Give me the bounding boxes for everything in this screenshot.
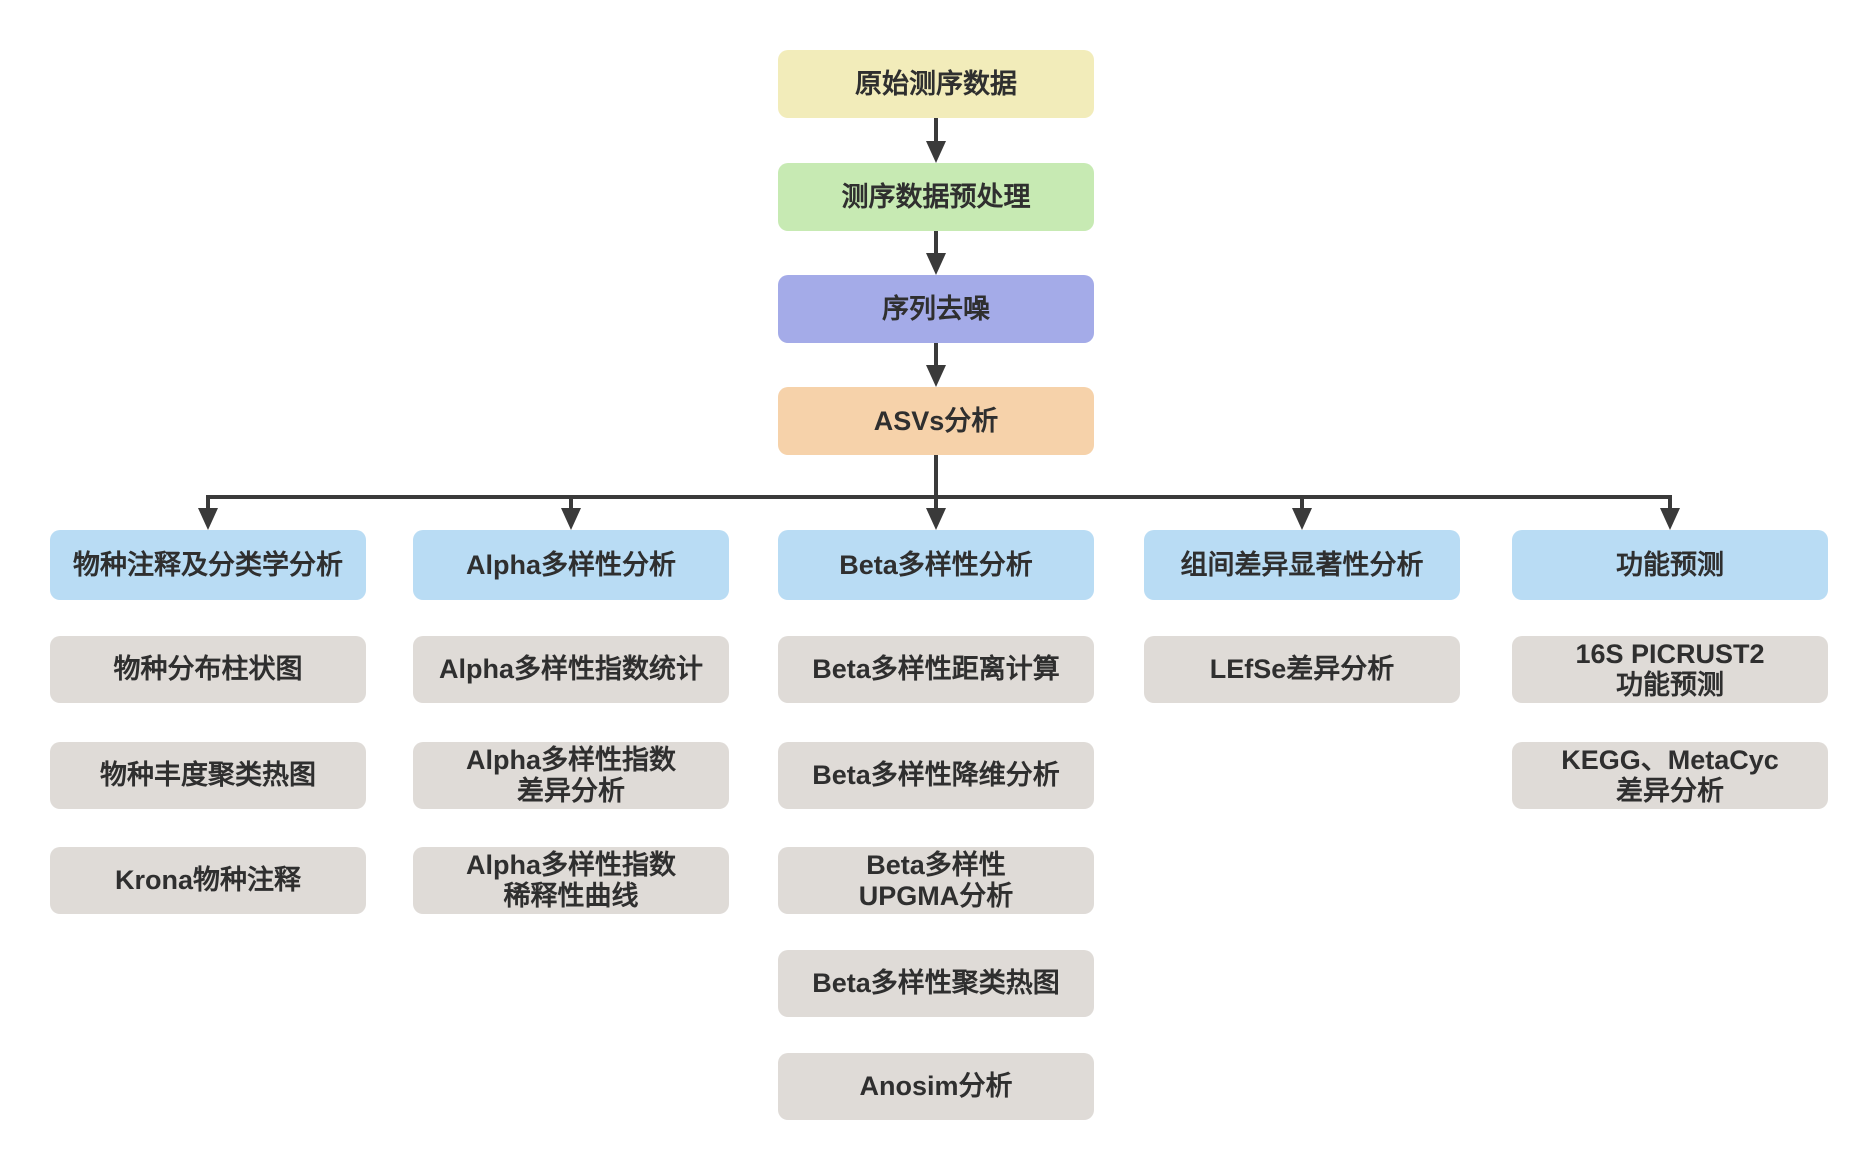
connector-branch5-arrowhead-icon (1660, 508, 1680, 530)
connector-branch1-arrowhead-icon (198, 508, 218, 530)
item-kegg-metacyc-difference-analysis: KEGG、MetaCyc 差异分析 (1512, 742, 1828, 809)
node-raw-sequencing-data: 原始测序数据 (778, 50, 1094, 118)
item-beta-diversity-upgma-analysis: Beta多样性 UPGMA分析 (778, 847, 1094, 914)
connector-branch3-drop-line (934, 495, 938, 509)
item-beta-diversity-dimension-reduction: Beta多样性降维分析 (778, 742, 1094, 809)
item-krona-species-annotation: Krona物种注释 (50, 847, 366, 914)
item-alpha-diversity-index-statistics: Alpha多样性指数统计 (413, 636, 729, 703)
connector-branch1-drop-line (206, 495, 210, 509)
item-alpha-diversity-index-difference-analysis: Alpha多样性指数 差异分析 (413, 742, 729, 809)
node-sequence-denoising: 序列去噪 (778, 275, 1094, 343)
branch-header-beta-diversity: Beta多样性分析 (778, 530, 1094, 600)
item-anosim-analysis: Anosim分析 (778, 1053, 1094, 1120)
item-lefse-difference-analysis: LEfSe差异分析 (1144, 636, 1460, 703)
connector-branch4-drop-line (1300, 495, 1304, 509)
connector-preprocess-to-denoise-arrowhead-icon (926, 253, 946, 275)
connector-branch2-drop-line (569, 495, 573, 509)
branch-header-function-prediction: 功能预测 (1512, 530, 1828, 600)
connector-asv-trunk-line (934, 455, 938, 499)
item-beta-diversity-cluster-heatmap: Beta多样性聚类热图 (778, 950, 1094, 1017)
connector-denoise-to-asv-arrowhead-icon (926, 365, 946, 387)
node-sequencing-data-preprocessing: 测序数据预处理 (778, 163, 1094, 231)
item-species-distribution-barplot: 物种分布柱状图 (50, 636, 366, 703)
item-16s-picrust2-function-prediction: 16S PICRUST2 功能预测 (1512, 636, 1828, 703)
connector-branch4-arrowhead-icon (1292, 508, 1312, 530)
branch-header-intergroup-difference: 组间差异显著性分析 (1144, 530, 1460, 600)
connector-branch5-drop-line (1668, 495, 1672, 509)
item-species-abundance-cluster-heatmap: 物种丰度聚类热图 (50, 742, 366, 809)
connector-raw-to-preprocess-line (934, 118, 938, 143)
node-asv-analysis: ASVs分析 (778, 387, 1094, 455)
connector-preprocess-to-denoise-line (934, 231, 938, 255)
connector-branch2-arrowhead-icon (561, 508, 581, 530)
item-alpha-diversity-rarefaction-curve: Alpha多样性指数 稀释性曲线 (413, 847, 729, 914)
connector-raw-to-preprocess-arrowhead-icon (926, 141, 946, 163)
connector-branch-horizontal-line (206, 495, 1672, 499)
branch-header-alpha-diversity: Alpha多样性分析 (413, 530, 729, 600)
branch-header-species-annotation-taxonomy: 物种注释及分类学分析 (50, 530, 366, 600)
item-beta-diversity-distance-calculation: Beta多样性距离计算 (778, 636, 1094, 703)
connector-denoise-to-asv-line (934, 343, 938, 367)
connector-branch3-arrowhead-icon (926, 508, 946, 530)
